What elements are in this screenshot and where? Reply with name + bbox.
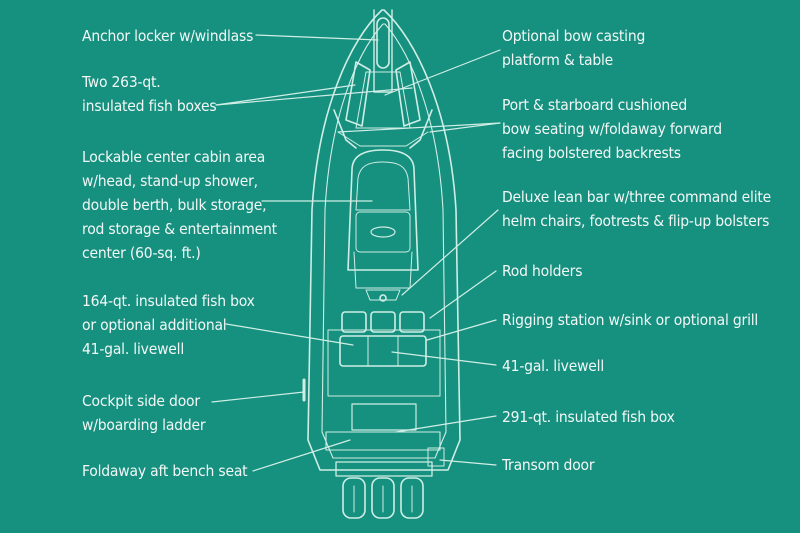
leader-rigging xyxy=(426,319,497,341)
label-line: Cockpit side door xyxy=(82,392,200,410)
outboard-engine-2 xyxy=(371,477,395,519)
label-line: 164-qt. insulated fish box xyxy=(82,292,255,310)
leaning-post xyxy=(339,335,427,367)
leader-rod-holders xyxy=(429,270,497,319)
leader-lean-bar xyxy=(401,209,499,296)
label-line: Transom door xyxy=(502,456,595,474)
leader-fish-boxes-2 xyxy=(215,87,413,106)
aft-bench-seat xyxy=(325,431,441,451)
label-line: w/head, stand-up shower, xyxy=(82,172,258,190)
label-line: Deluxe lean bar w/three command elite xyxy=(502,188,772,206)
cockpit-deck xyxy=(327,329,441,397)
leader-anchor-locker xyxy=(255,34,379,41)
leader-side-door xyxy=(211,391,305,403)
label-line: rod storage & entertainment xyxy=(82,220,277,238)
transom-door-shape xyxy=(427,447,445,467)
anchor-locker-shape xyxy=(373,9,393,93)
label-bow-casting-platform: Optional bow casting platform & table xyxy=(502,24,645,72)
label-line: Lockable center cabin area xyxy=(82,148,266,166)
label-rod-holders: Rod holders xyxy=(502,259,582,283)
label-fish-boxes-263: Two 263-qt. insulated fish boxes xyxy=(82,70,217,118)
leader-transom-door xyxy=(439,459,497,466)
bow-fish-box-port xyxy=(345,61,371,127)
leader-livewell xyxy=(391,351,497,366)
leader-bow-seating-1 xyxy=(337,122,501,133)
bow-casting-platform xyxy=(355,71,411,129)
label-line: Foldaway aft bench seat xyxy=(82,462,248,480)
label-line: 41-gal. livewell xyxy=(82,340,185,358)
bow-seat-port xyxy=(333,109,357,149)
label-line: platform & table xyxy=(502,51,614,69)
helm-chair-3 xyxy=(399,311,425,333)
gunwale-outline xyxy=(321,23,447,459)
leader-bow-casting xyxy=(384,49,501,96)
label-aft-bench-seat: Foldaway aft bench seat xyxy=(82,459,248,483)
label-line: insulated fish boxes xyxy=(82,97,217,115)
helm-chair-2 xyxy=(370,311,396,333)
label-line: or optional additional xyxy=(82,316,227,334)
label-lean-bar: Deluxe lean bar w/three command elite he… xyxy=(502,185,771,233)
label-livewell-41: 41-gal. livewell xyxy=(502,354,604,378)
label-line: Optional bow casting xyxy=(502,27,646,45)
label-line: Port & starboard cushioned xyxy=(502,96,688,114)
label-line: facing bolstered backrests xyxy=(502,144,681,162)
leader-aft-bench xyxy=(252,439,351,472)
label-fish-box-164: 164-qt. insulated fish box or optional a… xyxy=(82,289,255,361)
label-line: Two 263-qt. xyxy=(82,73,161,91)
label-fish-box-291: 291-qt. insulated fish box xyxy=(502,405,675,429)
outboard-engine-1 xyxy=(342,477,366,519)
label-rigging-station: Rigging station w/sink or optional grill xyxy=(502,308,758,332)
leader-fish-box-164 xyxy=(225,323,354,346)
label-line: Rigging station w/sink or optional grill xyxy=(502,311,759,329)
label-cockpit-side-door: Cockpit side door w/boarding ladder xyxy=(82,389,206,437)
label-bow-seating: Port & starboard cushioned bow seating w… xyxy=(502,93,722,165)
label-line: 41-gal. livewell xyxy=(502,357,605,375)
aft-fish-box-291 xyxy=(351,403,417,431)
hull-outline xyxy=(307,9,461,471)
leader-fish-box-291 xyxy=(395,415,497,433)
label-transom-door: Transom door xyxy=(502,453,595,477)
label-center-cabin: Lockable center cabin area w/head, stand… xyxy=(82,145,277,265)
label-line: helm chairs, footrests & flip-up bolster… xyxy=(502,212,770,230)
center-console xyxy=(347,149,419,271)
label-line: w/boarding ladder xyxy=(82,416,206,434)
label-line: 291-qt. insulated fish box xyxy=(502,408,675,426)
label-line: double berth, bulk storage, xyxy=(82,196,267,214)
label-line: Rod holders xyxy=(502,262,583,280)
label-line: center (60-sq. ft.) xyxy=(82,244,201,262)
bow-fish-box-stbd xyxy=(395,61,421,127)
helm-chair-1 xyxy=(341,311,367,333)
leader-bow-seating-2 xyxy=(429,122,501,133)
label-anchor-locker: Anchor locker w/windlass xyxy=(82,24,253,48)
label-line: Anchor locker w/windlass xyxy=(82,27,254,45)
leader-fish-boxes-1 xyxy=(215,84,356,106)
label-line: bow seating w/foldaway forward xyxy=(502,120,722,138)
bow-seat-stbd xyxy=(409,109,433,149)
outboard-engine-3 xyxy=(400,477,424,519)
